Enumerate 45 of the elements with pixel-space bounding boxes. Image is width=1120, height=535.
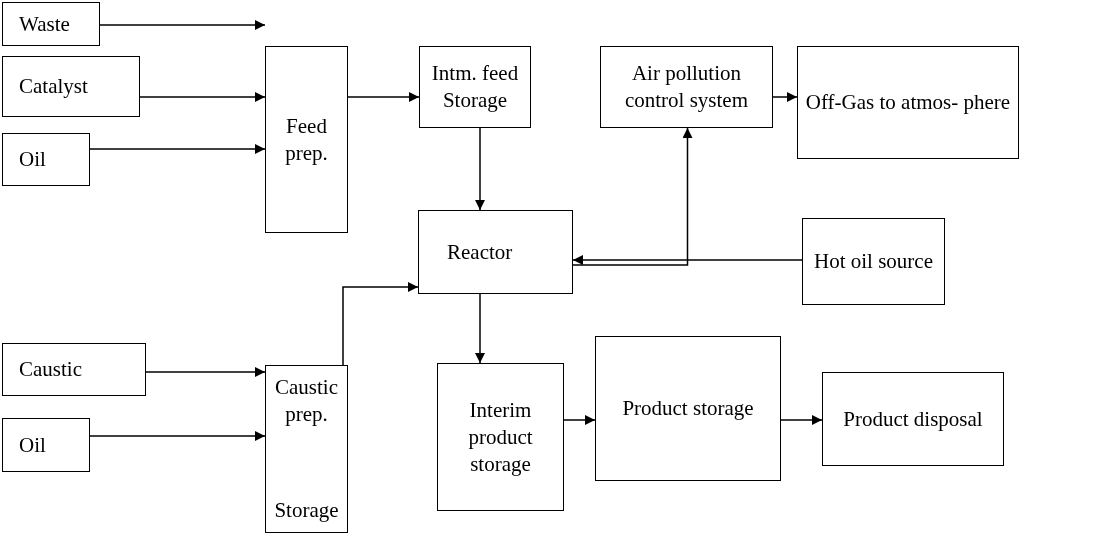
box-label: Product storage [622, 395, 754, 422]
arrow [145, 367, 266, 377]
arrow [99, 20, 266, 30]
box-label: Off-Gas to atmos- phere [805, 89, 1011, 116]
box-label: Feed prep. [284, 112, 329, 167]
box-label: Air pollution control system [623, 60, 750, 114]
arrow [572, 255, 803, 265]
box-label: Catalyst [19, 73, 88, 100]
box-label: Intm. feed Storage [430, 60, 520, 114]
process-box [797, 46, 1019, 159]
box-label: Caustic prep. [274, 374, 339, 428]
box-label: Product disposal [843, 405, 983, 433]
arrow [347, 92, 420, 102]
process-box [419, 46, 531, 128]
box-label: Oil [19, 146, 46, 173]
arrow [139, 92, 266, 102]
process-box [265, 365, 348, 533]
box-label: Interim product storage [467, 396, 534, 478]
box-label: Waste [19, 10, 70, 38]
arrow [772, 92, 798, 102]
process-box [2, 418, 90, 472]
process-box [2, 56, 140, 117]
process-box [822, 372, 1004, 466]
process-box [2, 133, 90, 186]
arrow [780, 415, 823, 425]
arrow [475, 293, 485, 364]
arrow [342, 282, 419, 366]
box-label: Storage [274, 497, 339, 524]
arrow [89, 431, 266, 441]
process-box [418, 210, 573, 294]
arrow [572, 127, 693, 266]
box-label: Caustic [19, 356, 82, 383]
process-box [2, 343, 146, 396]
box-label: Reactor [447, 238, 513, 266]
arrow [563, 415, 596, 425]
arrow [89, 144, 266, 154]
arrow [475, 127, 485, 211]
process-box [265, 46, 348, 233]
process-box [437, 363, 564, 511]
box-label: Oil [19, 431, 46, 459]
process-box [595, 336, 781, 481]
process-box [2, 2, 100, 46]
process-box [802, 218, 945, 305]
process-box [600, 46, 773, 128]
box-label: Hot oil source [814, 248, 933, 275]
